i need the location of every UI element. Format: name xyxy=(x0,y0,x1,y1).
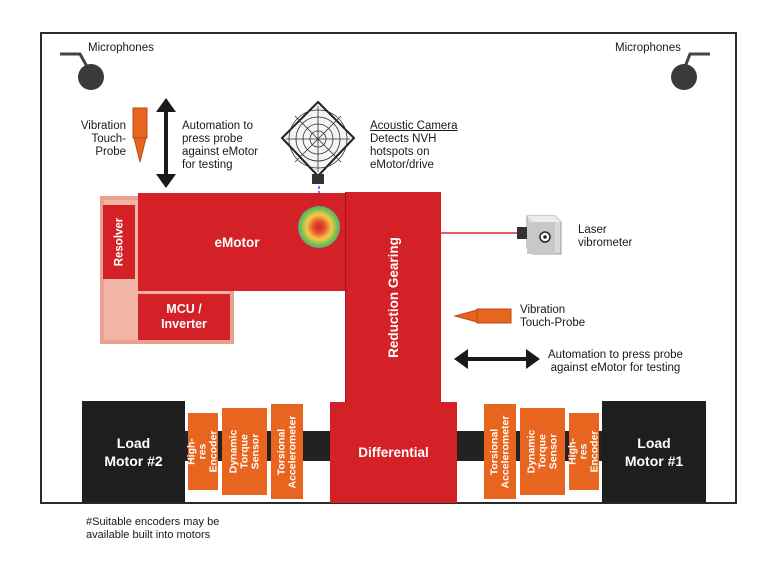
mcu-inverter-label: MCU / Inverter xyxy=(161,302,207,331)
right-torsional-accelerometer-label: Torsional Accelerometer xyxy=(488,415,511,488)
left-dynamic-torque-sensor-label: Dynamic Torque Sensor xyxy=(227,429,261,474)
microphone-left-icon xyxy=(78,64,104,90)
acoustic-camera-description: Detects NVH hotspots on eMotor/drive xyxy=(370,133,437,171)
mcu-inverter-block: MCU / Inverter xyxy=(138,294,230,340)
automation-top-label: Automation to press probe against eMotor… xyxy=(182,120,259,171)
resolver-block: Resolver xyxy=(103,205,135,279)
microphone-right-icon xyxy=(671,64,697,90)
laser-beam xyxy=(440,232,530,234)
laser-vibrometer-icon xyxy=(517,215,562,255)
vibration-probe-right-icon xyxy=(453,308,512,324)
right-high-res-encoder: High-res Encoder xyxy=(566,413,601,490)
right-high-res-encoder-label: High-res Encoder xyxy=(566,430,601,473)
resolver-label: Resolver xyxy=(113,217,125,267)
nvh-hotspot-icon xyxy=(298,206,340,248)
left-torsional-accelerometer-label: Torsional Accelerometer xyxy=(275,415,298,488)
left-high-res-encoder: High-res Encoder xyxy=(185,413,220,490)
load-motor-2-block: Load Motor #2 xyxy=(82,401,185,502)
acoustic-camera-title: Acoustic Camera xyxy=(370,120,458,132)
right-dynamic-torque-sensor: Dynamic Torque Sensor xyxy=(520,408,565,495)
reduction-gearing-block: Reduction Gearing xyxy=(345,192,441,402)
acoustic-camera-icon xyxy=(280,100,356,184)
horizontal-double-arrow-icon xyxy=(454,349,540,369)
left-high-res-encoder-label: High-res Encoder xyxy=(185,430,220,473)
laser-vibrometer-label: Laser vibrometer xyxy=(578,224,633,249)
left-dynamic-torque-sensor: Dynamic Torque Sensor xyxy=(222,408,267,495)
differential-block: Differential xyxy=(330,402,457,503)
microphones-right-label: Microphones xyxy=(615,42,681,54)
vibration-probe-right-label: Vibration Touch-Probe xyxy=(520,304,586,329)
differential-label: Differential xyxy=(358,445,429,460)
microphones-left-label: Microphones xyxy=(88,42,154,54)
right-dynamic-torque-sensor-label: Dynamic Torque Sensor xyxy=(525,429,559,474)
emotor-label: eMotor xyxy=(214,234,260,250)
vibration-probe-top-label: Vibration Touch-Probe xyxy=(80,120,126,158)
vertical-double-arrow-icon xyxy=(156,98,176,188)
footnote: #Suitable encoders may be available buil… xyxy=(86,516,220,541)
load-motor-1-block: Load Motor #1 xyxy=(602,401,706,502)
test-rig-frame xyxy=(40,32,737,504)
automation-right-label: Automation to press probe against eMotor… xyxy=(548,349,683,374)
left-torsional-accelerometer: Torsional Accelerometer xyxy=(271,404,303,499)
vibration-probe-top-icon xyxy=(132,107,148,163)
right-torsional-accelerometer: Torsional Accelerometer xyxy=(484,404,516,499)
reduction-gearing-label: Reduction Gearing xyxy=(386,236,402,358)
